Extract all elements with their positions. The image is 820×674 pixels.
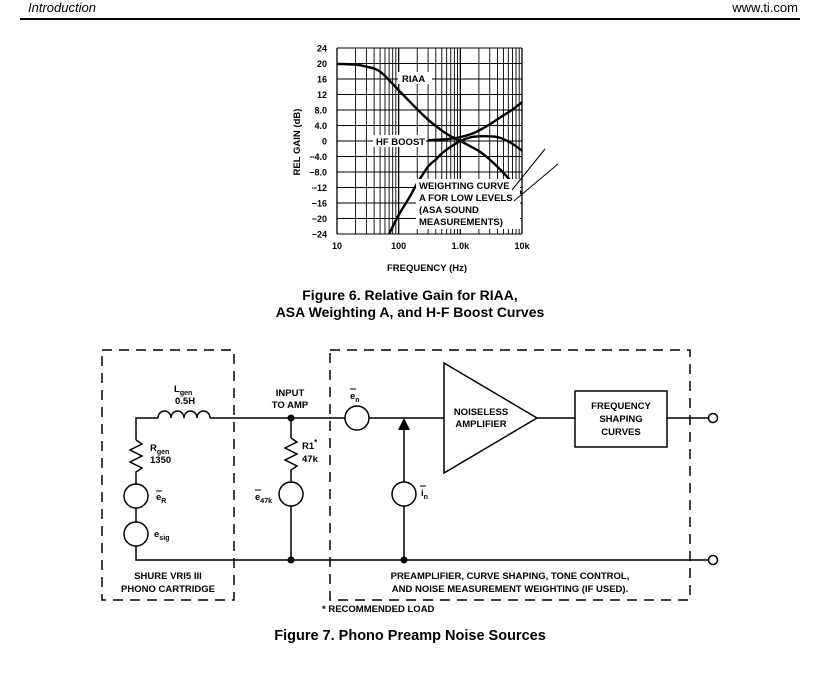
weighting-label-3: (ASA SOUND — [419, 205, 479, 216]
output-terminal-bottom — [707, 554, 719, 566]
cartridge-label-1: SHURE VRI5 III — [134, 571, 202, 582]
hf-boost-label: HF BOOST — [376, 137, 425, 148]
y-tick-label: 4.0 — [314, 121, 327, 131]
amplifier-label-2: AMPLIFIER — [455, 419, 506, 430]
cartridge-box — [101, 349, 235, 601]
inductor — [157, 410, 211, 419]
weighting-label-2: A FOR LOW LEVELS — [419, 193, 513, 204]
y-tick-label: −24 — [312, 230, 327, 240]
weighting-label-4: MEASUREMENTS) — [419, 217, 503, 228]
esig-source — [123, 521, 149, 547]
lgen-value: 0.5H — [175, 396, 195, 407]
y-tick-label: 16 — [317, 75, 327, 85]
lgen-label: Lgen — [174, 384, 192, 397]
hf-boost-annotation: HF BOOST — [373, 135, 450, 148]
rgen-label: Rgen — [150, 443, 169, 456]
figure6-caption-line1: Figure 6. Relative Gain for RIAA, — [302, 287, 518, 303]
junction-dot — [400, 556, 408, 564]
x-tick-label: 10k — [514, 241, 530, 251]
e47k-source — [278, 481, 304, 507]
freq-label-1: FREQUENCY — [591, 401, 651, 412]
preamp-box — [329, 349, 691, 601]
x-tick-label: 10 — [332, 241, 342, 251]
weighting-a-curve — [388, 135, 523, 235]
relative-gain-chart: 24 20 16 12 8.0 4.0 0 −4.0 −8.0 −12 −16 −20 −24 10 100… — [292, 44, 559, 274]
y-tick-label: −16 — [312, 199, 327, 209]
weighting-label-1: WEIGHTING CURVE — [419, 181, 510, 192]
en-source — [344, 405, 370, 431]
riaa-curve — [336, 62, 523, 195]
figure6-caption-line2: ASA Weighting A, and H-F Boost Curves — [275, 304, 545, 320]
frequency-shaping-box — [574, 390, 668, 448]
in-label: in — [421, 488, 428, 501]
section-title: Introduction — [28, 0, 96, 15]
y-tick-label: 0 — [322, 137, 327, 147]
freq-label-3: CURVES — [601, 427, 640, 438]
preamp-label-2: AND NOISE MEASUREMENT WEIGHTING (IF USED… — [392, 584, 628, 595]
amplifier-label-1: NOISELESS — [454, 407, 508, 418]
y-tick-label: −12 — [312, 183, 327, 193]
y-tick-label: 20 — [317, 59, 327, 69]
esig-label: esig — [154, 529, 169, 542]
rgen-resistor — [128, 439, 144, 484]
x-axis-label: FREQUENCY (Hz) — [387, 263, 467, 274]
y-tick-label: −20 — [312, 214, 327, 224]
amplifier-triangle — [443, 361, 539, 475]
header-rule — [20, 18, 800, 20]
riaa-label: RIAA — [402, 74, 425, 85]
y-tick-label: 12 — [317, 90, 327, 100]
freq-label-2: SHAPING — [599, 414, 642, 425]
rgen-value: 1350 — [150, 455, 171, 466]
y-tick-label: −8.0 — [309, 168, 327, 178]
input-label-2: TO AMP — [272, 400, 309, 411]
riaa-annotation: RIAA — [398, 72, 432, 85]
y-tick-label: 24 — [317, 44, 327, 54]
output-terminal-top — [707, 412, 719, 424]
er-source — [123, 483, 149, 509]
e47k-label: e47k — [255, 492, 272, 505]
y-tick-label: 8.0 — [314, 106, 327, 116]
junction-dot — [287, 414, 295, 422]
r1-value: 47k — [302, 454, 319, 465]
input-label-1: INPUT — [276, 388, 305, 399]
preamp-label-1: PREAMPLIFIER, CURVE SHAPING, TONE CONTRO… — [391, 571, 630, 582]
in-source — [391, 481, 417, 507]
weighting-annotation: WEIGHTING CURVE A FOR LOW LEVELS (ASA SO… — [416, 148, 559, 229]
en-label: en — [350, 391, 360, 404]
recommended-load-note: * RECOMMENDED LOAD — [322, 604, 435, 615]
hf-boost-curve — [428, 101, 523, 142]
junction-dot — [287, 556, 295, 564]
r1-resistor — [283, 437, 299, 482]
site-url: www.ti.com — [732, 0, 798, 15]
figure7-caption: Figure 7. Phono Preamp Noise Sources — [274, 628, 546, 644]
in-arrow — [398, 418, 410, 430]
x-tick-label: 100 — [391, 241, 406, 251]
er-label: eR — [156, 492, 166, 505]
r1-label: R1* — [302, 438, 318, 452]
y-axis-label: REL GAIN (dB) — [292, 109, 303, 176]
y-tick-label: −4.0 — [309, 152, 327, 162]
cartridge-label-2: PHONO CARTRIDGE — [121, 584, 215, 595]
x-tick-label: 1.0k — [452, 241, 471, 251]
